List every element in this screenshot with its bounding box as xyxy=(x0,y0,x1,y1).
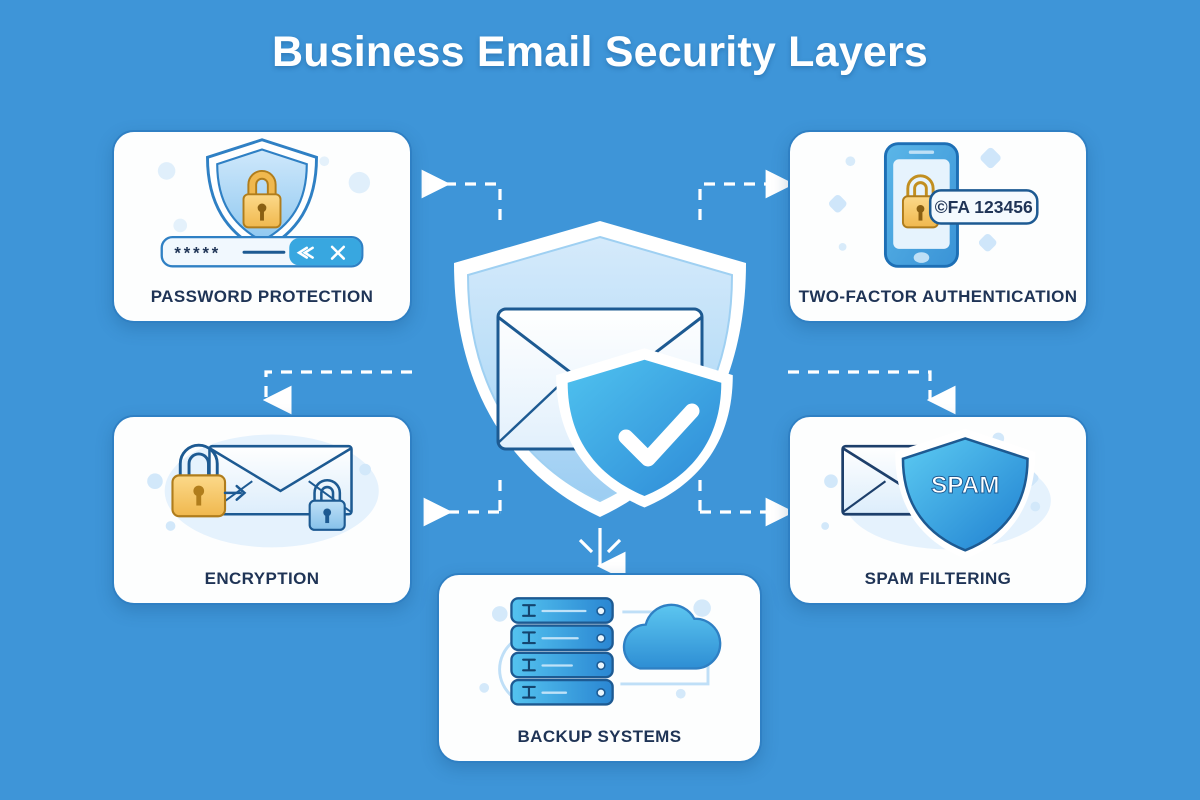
shield-lock-icon xyxy=(206,138,318,253)
card-password-protection[interactable]: ***** PASSWORD PROTECTION xyxy=(112,130,412,323)
central-hub xyxy=(430,215,770,525)
card-two-factor-authentication[interactable]: ©FA 123456 TWO-FACTOR AUTHENTICATION xyxy=(788,130,1088,323)
cloud-icon xyxy=(620,603,722,686)
backup-systems-illustration xyxy=(439,575,760,719)
password-protection-illustration: ***** xyxy=(114,132,410,279)
connector-backup-barb-right xyxy=(606,538,622,554)
two-factor-illustration: ©FA 123456 xyxy=(790,132,1086,279)
card-spam-filtering-label: SPAM FILTERING xyxy=(864,569,1012,588)
otp-code-badge: ©FA 123456 xyxy=(928,189,1039,225)
spam-filtering-illustration: SPAM xyxy=(790,417,1086,561)
card-two-factor-authentication-label: TWO-FACTOR AUTHENTICATION xyxy=(798,287,1078,306)
padlock-open-icon xyxy=(171,443,247,518)
card-spam-filtering[interactable]: SPAM SPAM FILTERING xyxy=(788,415,1088,605)
svg-text:SPAM: SPAM xyxy=(931,472,999,499)
card-encryption[interactable]: ENCRYPTION xyxy=(112,415,412,605)
encryption-illustration xyxy=(114,417,410,561)
card-backup-systems-label: BACKUP SYSTEMS xyxy=(517,727,682,746)
svg-text:*****: ***** xyxy=(174,244,221,263)
connector-backup-barb-left xyxy=(578,538,594,554)
svg-text:©FA 123456: ©FA 123456 xyxy=(935,197,1033,217)
spam-shield-icon: SPAM xyxy=(895,428,1036,560)
connector-hub-to-encryption-upper xyxy=(262,370,412,415)
card-backup-systems[interactable]: BACKUP SYSTEMS xyxy=(437,573,762,763)
card-encryption-label: ENCRYPTION xyxy=(204,569,320,588)
page-title: Business Email Security Layers xyxy=(271,28,929,76)
password-input-field[interactable]: ***** xyxy=(160,235,364,268)
padlock-closed-icon xyxy=(308,478,346,531)
card-password-protection-label: PASSWORD PROTECTION xyxy=(150,287,374,306)
connector-hub-to-spam-upper xyxy=(788,370,956,415)
server-rack-icon xyxy=(510,597,614,706)
hub-verified-check-badge xyxy=(556,348,733,508)
